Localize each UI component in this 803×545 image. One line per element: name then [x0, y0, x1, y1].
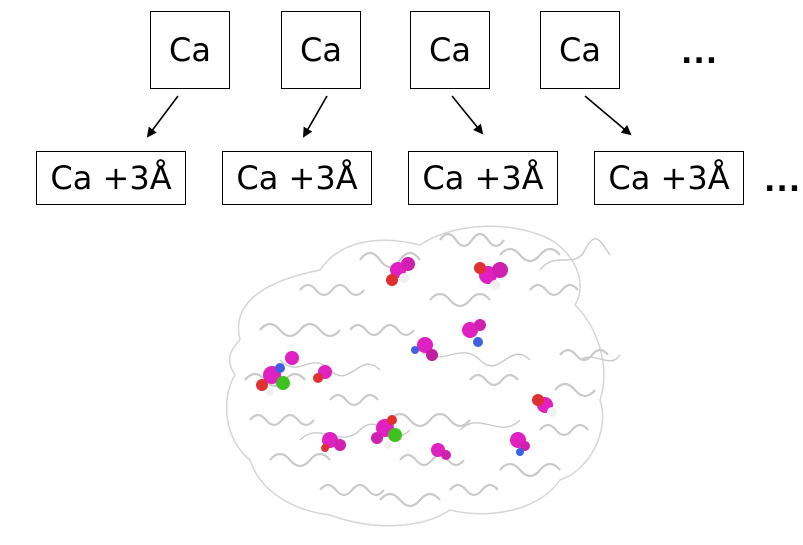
arrow-1: [146, 95, 179, 138]
top-node-4-label: Ca: [559, 31, 601, 69]
top-node-1: Ca: [150, 11, 230, 89]
ligand-cluster-6: [313, 365, 332, 383]
ligand-clusters: [256, 257, 557, 460]
ligand-cluster-5: [256, 351, 299, 396]
ligand-cluster-8: [321, 432, 346, 452]
top-node-3-label: Ca: [429, 31, 471, 69]
top-ellipsis: ...: [681, 36, 719, 71]
bottom-node-1-label: Ca +3Å: [50, 159, 172, 197]
ligand-cluster-7: [371, 415, 402, 449]
arrow-3: [451, 95, 484, 135]
ligand-cluster-11: [510, 432, 530, 456]
arrows-layer: [146, 95, 632, 138]
arrow-2: [303, 95, 328, 138]
top-node-3: Ca: [410, 11, 490, 89]
protein-ribbon: [225, 225, 621, 527]
bottom-ellipsis: ...: [764, 164, 802, 199]
top-node-2-label: Ca: [300, 31, 342, 69]
bottom-node-3: Ca +3Å: [408, 151, 558, 205]
top-node-4: Ca: [540, 11, 620, 89]
ligand-cluster-4: [462, 319, 486, 347]
bottom-node-4: Ca +3Å: [594, 151, 744, 205]
ligand-cluster-10: [532, 394, 557, 417]
arrow-4: [584, 95, 632, 136]
bottom-node-4-label: Ca +3Å: [608, 159, 730, 197]
bottom-node-3-label: Ca +3Å: [422, 159, 544, 197]
top-node-2: Ca: [281, 11, 361, 89]
bottom-node-2-label: Ca +3Å: [236, 159, 358, 197]
ligand-cluster-1: [386, 257, 415, 286]
bottom-node-1: Ca +3Å: [36, 151, 186, 205]
ligand-cluster-2: [474, 262, 508, 290]
bottom-node-2: Ca +3Å: [222, 151, 372, 205]
ligand-cluster-9: [431, 443, 451, 460]
top-node-1-label: Ca: [169, 31, 211, 69]
ligand-cluster-3: [411, 337, 438, 361]
